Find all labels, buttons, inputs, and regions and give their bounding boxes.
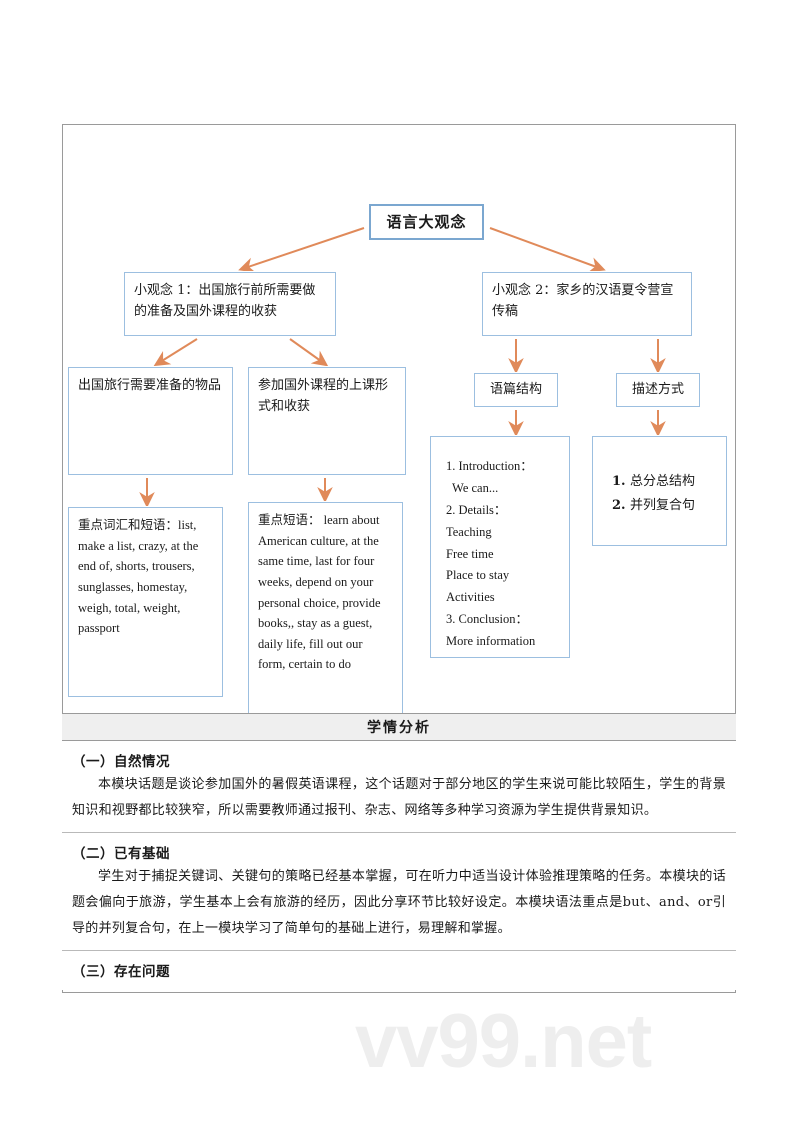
outline-line: Activities — [446, 590, 495, 605]
analysis-row-natural-situation: （一）自然情况 本模块话题是谈论参加国外的暑假英语课程，这个话题对于部分地区的学… — [62, 741, 736, 833]
outline-line: We can... — [446, 480, 499, 495]
list-item-number: 2. — [612, 498, 626, 514]
site-watermark: vv99.net — [355, 999, 652, 1084]
node-left-leaf-key-phrases[interactable]: 重点短语： learn about American culture, at t… — [247, 501, 404, 718]
node-right-mid-text-structure[interactable]: 语篇结构 — [473, 372, 559, 408]
node-right-leaf-structure-types[interactable]: 1. 总分总结构 2.并列复合句 — [591, 435, 728, 547]
outline-line: Free time — [446, 546, 494, 561]
node-sub-concept-2-label: 小观念 2：家乡的汉语夏令营宣传稿 — [492, 283, 674, 320]
student-analysis-section: 学情分析 （一）自然情况 本模块话题是谈论参加国外的暑假英语课程，这个话题对于部… — [62, 713, 736, 990]
outline-line: Place to stay — [446, 568, 510, 583]
node-right-leaf-structure-outline[interactable]: 1. Introduction： We can... 2. Details： T… — [429, 435, 571, 659]
list-item: 2.并列复合句 — [612, 494, 717, 518]
node-right-mid-description-style-label: 描述方式 — [631, 382, 684, 398]
node-sub-concept-2[interactable]: 小观念 2：家乡的汉语夏令营宣传稿 — [481, 271, 693, 337]
node-left-leaf-key-vocabulary[interactable]: 重点词汇和短语：list, make a list, crazy, at the… — [67, 506, 224, 698]
node-right-mid-text-structure-label: 语篇结构 — [489, 382, 542, 398]
page-table-frame — [62, 124, 736, 993]
node-left-leaf-course-form-label: 参加国外课程的上课形式和收获 — [258, 378, 389, 415]
node-root-label: 语言大观念 — [386, 212, 467, 231]
node-left-leaf-travel-items-label: 出国旅行需要准备的物品 — [78, 378, 222, 393]
analysis-title-1: （一）自然情况 — [72, 754, 170, 770]
list-item: 1. 总分总结构 — [612, 470, 717, 494]
analysis-paragraph-2: 学生对于捕捉关键词、关键句的策略已经基本掌握，可在听力中适当设计体验推理策略的任… — [72, 869, 726, 936]
outline-line: 1. Introduction： — [446, 459, 533, 473]
analysis-title-2: （二）已有基础 — [72, 846, 170, 862]
list-item-text: 并列复合句 — [630, 498, 696, 514]
diagram-connectors — [139, 227, 666, 508]
node-left-leaf-course-form[interactable]: 参加国外课程的上课形式和收获 — [247, 366, 407, 476]
outline-line: Teaching — [446, 524, 492, 539]
node-right-mid-description-style[interactable]: 描述方式 — [615, 372, 701, 408]
analysis-row-existing-problems: （三）存在问题 — [62, 951, 736, 990]
node-left-leaf-key-vocabulary-label: 重点词汇和短语：list, make a list, crazy, at the… — [78, 518, 199, 636]
analysis-row-existing-basis: （二）已有基础 学生对于捕捉关键词、关键句的策略已经基本掌握，可在听力中适当设计… — [62, 833, 736, 951]
analysis-paragraph-1: 本模块话题是谈论参加国外的暑假英语课程，这个话题对于部分地区的学生来说可能比较陌… — [72, 777, 726, 818]
node-sub-concept-1-label: 小观念 1：出国旅行前所需要做的准备及国外课程的收获 — [134, 283, 316, 320]
list-item-text: 总分总结构 — [630, 474, 696, 489]
analysis-section-header: 学情分析 — [62, 713, 736, 741]
node-sub-concept-1[interactable]: 小观念 1：出国旅行前所需要做的准备及国外课程的收获 — [123, 271, 337, 337]
outline-line: More information — [446, 634, 536, 648]
analysis-section-header-label: 学情分析 — [367, 720, 431, 736]
concept-map-diagram: 语言大观念 小观念 1：出国旅行前所需要做的准备及国外课程的收获 小观念 2：家… — [62, 124, 736, 718]
node-left-leaf-key-phrases-label: 重点短语： learn about American culture, at t… — [258, 513, 381, 672]
node-left-leaf-travel-items[interactable]: 出国旅行需要准备的物品 — [67, 366, 234, 476]
outline-line: 2. Details： — [446, 502, 507, 517]
list-item-number: 1. — [612, 474, 626, 489]
node-root-big-idea[interactable]: 语言大观念 — [369, 204, 484, 240]
outline-line: 3. Conclusion： — [446, 612, 528, 627]
analysis-title-3: （三）存在问题 — [72, 964, 170, 980]
